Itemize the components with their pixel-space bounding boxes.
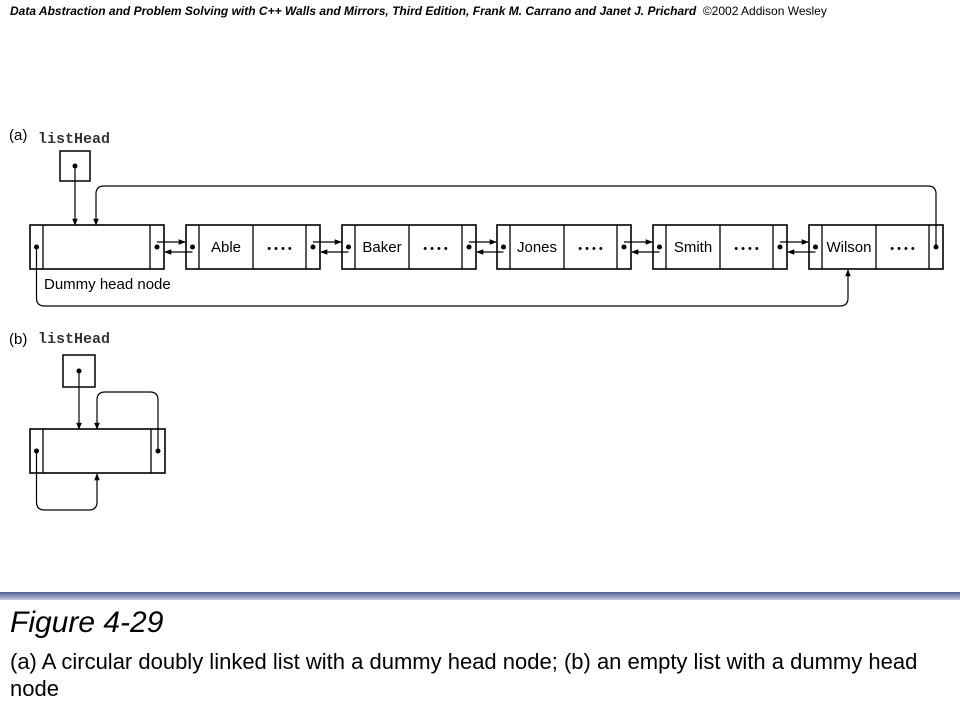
node-label-smith: Smith: [674, 239, 712, 256]
part-b-self-next-link: [94, 391, 159, 451]
figure-title: Figure 4-29: [10, 606, 164, 639]
part-b-dummy-head-node: [29, 428, 166, 474]
part-a-node-wilson: Wilson • • • •: [808, 224, 944, 270]
source-header: Data Abstraction and Problem Solving wit…: [10, 4, 954, 18]
part-b-pointer-name: listHead: [38, 331, 110, 348]
part-a-node-able: Able • • • •: [185, 224, 321, 270]
copyright-notice: ©2002 Addison Wesley: [702, 4, 827, 18]
book-authors: Frank M. Carrano and Janet J. Prichard: [472, 4, 697, 18]
node-label-jones: Jones: [517, 239, 557, 256]
node-ellipsis-smith: • • • •: [734, 243, 759, 255]
caption-divider: [0, 592, 960, 600]
part-a-pointer-name: listHead: [38, 131, 110, 148]
part-a-links: [157, 239, 816, 255]
node-label-wilson: Wilson: [826, 239, 871, 256]
node-ellipsis-able: • • • •: [267, 243, 292, 255]
part-b-label: (b): [9, 331, 27, 348]
part-a-node-jones: Jones • • • •: [496, 224, 632, 270]
node-label-able: Able: [211, 239, 241, 256]
part-a-dummy-head-label: Dummy head node: [44, 276, 171, 293]
part-a-wrap-prev-link: [35, 247, 851, 307]
circular-doubly-linked-list-diagram: (a) listHead Dummy head node Able • • • …: [9, 127, 944, 511]
figure-caption: (a) A circular doubly linked list with a…: [10, 649, 918, 701]
node-ellipsis-jones: • • • •: [578, 243, 603, 255]
node-ellipsis-baker: • • • •: [423, 243, 448, 255]
part-a-node-baker: Baker • • • •: [341, 224, 477, 270]
book-title: Data Abstraction and Problem Solving wit…: [10, 4, 470, 18]
node-label-baker: Baker: [362, 239, 401, 256]
part-b-self-prev-link: [35, 451, 100, 511]
part-a-dummy-head-node: [29, 224, 165, 270]
part-a-node-smith: Smith • • • •: [652, 224, 788, 270]
node-ellipsis-wilson: • • • •: [890, 243, 915, 255]
part-a-label: (a): [9, 127, 27, 144]
part-a-wrap-next-link: [93, 185, 937, 247]
